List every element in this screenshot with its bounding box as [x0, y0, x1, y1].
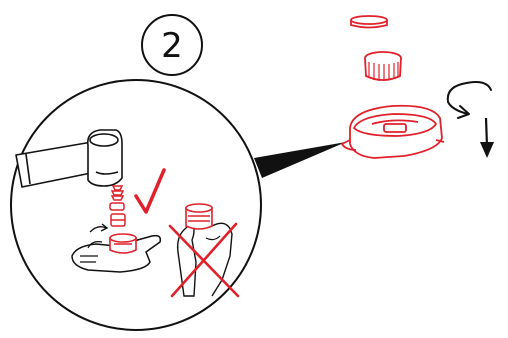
rotate-arrow-icon — [446, 81, 492, 119]
rotate-arrow-small-icon — [89, 225, 107, 233]
faucet-spout — [15, 129, 123, 188]
detail-circle — [10, 79, 262, 331]
hand-holding-aerator — [71, 223, 162, 273]
aerator-housing-ring — [341, 104, 445, 159]
hands-wrong-method — [176, 203, 233, 297]
screen-part — [109, 202, 125, 211]
step-number: 2 — [161, 26, 183, 66]
cross-mark-icon — [168, 222, 240, 298]
aerator-insert-cartridge — [364, 51, 402, 81]
check-mark-icon — [134, 168, 166, 214]
callout-pointer — [254, 142, 346, 178]
down-arrow-icon — [480, 117, 494, 158]
spring-part — [110, 185, 125, 201]
step-badge: 2 — [141, 14, 203, 76]
aerator-top-disc — [350, 15, 388, 29]
aerator-parts-exploded — [109, 185, 126, 227]
